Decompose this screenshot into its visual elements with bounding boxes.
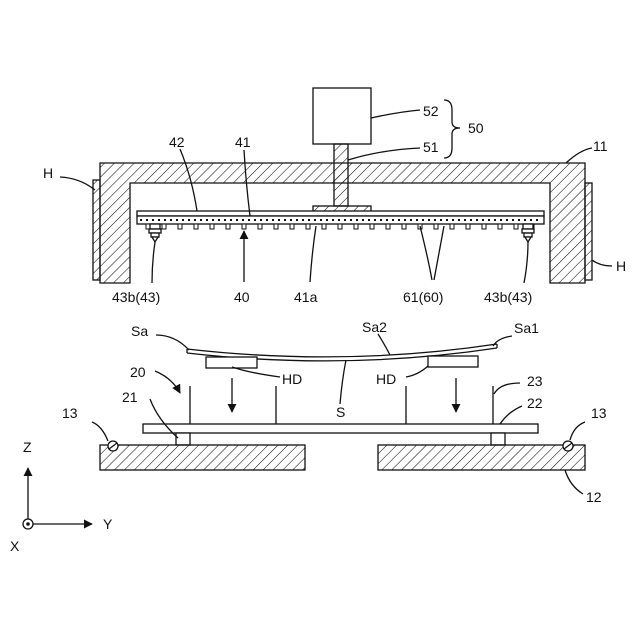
label-42: 42 (169, 134, 185, 150)
label-h-left: H (43, 165, 53, 181)
label-13-left: 13 (62, 405, 78, 421)
label-22: 22 (527, 395, 543, 411)
label-52: 52 (423, 103, 439, 119)
label-hd-left: HD (282, 371, 302, 387)
hole-61 (386, 224, 390, 229)
label-51: 51 (423, 139, 439, 155)
sheet-sa-top (187, 344, 497, 357)
hole-61 (450, 224, 454, 229)
hole-61 (274, 224, 278, 229)
heater-right (585, 183, 592, 280)
label-61: 61(60) (403, 289, 443, 305)
hole-61 (322, 224, 326, 229)
support-21-left (176, 433, 190, 445)
nozzle-right (522, 224, 534, 242)
hole-61 (290, 224, 294, 229)
label-11: 11 (593, 138, 608, 154)
support-21-right (491, 433, 505, 445)
label-sa: Sa (131, 323, 148, 339)
heater-left (93, 180, 100, 280)
hole-61 (482, 224, 486, 229)
base-12-left (100, 445, 305, 470)
hole-61 (178, 224, 182, 229)
hole-61 (162, 224, 166, 229)
screw-left (108, 441, 118, 451)
screw-right (563, 441, 573, 451)
plate-42 (137, 211, 544, 216)
plate-22 (143, 424, 538, 433)
base-12-right (378, 445, 585, 470)
holder-right (428, 356, 478, 367)
label-sa1: Sa1 (514, 320, 539, 336)
hole-61 (242, 224, 246, 229)
hole-61 (210, 224, 214, 229)
hole-61 (370, 224, 374, 229)
hole-61 (194, 224, 198, 229)
label-23: 23 (527, 373, 543, 389)
label-axis-z: Z (23, 439, 32, 455)
hole-61 (258, 224, 262, 229)
label-41: 41 (235, 134, 251, 150)
hole-61 (514, 224, 518, 229)
label-13-right: 13 (591, 405, 607, 421)
label-sa2: Sa2 (362, 319, 387, 335)
hole-61 (498, 224, 502, 229)
hole-61 (306, 224, 310, 229)
axis-indicator (23, 468, 92, 529)
shaft-51 (334, 144, 348, 206)
label-43b-right: 43b(43) (484, 289, 532, 305)
nozzle-left (149, 224, 161, 242)
label-axis-x: X (10, 538, 20, 554)
unit-52-box (313, 88, 371, 144)
label-40: 40 (234, 289, 250, 305)
label-hd-right: HD (376, 371, 396, 387)
holes-61 (146, 224, 534, 229)
label-axis-y: Y (103, 516, 113, 532)
hole-61 (226, 224, 230, 229)
label-20: 20 (130, 364, 146, 380)
hole-61 (466, 224, 470, 229)
label-50: 50 (468, 120, 484, 136)
hole-61 (434, 224, 438, 229)
label-41a: 41a (294, 289, 318, 305)
label-43b-left: 43b(43) (112, 289, 160, 305)
hole-61 (354, 224, 358, 229)
hole-61 (402, 224, 406, 229)
label-s: S (336, 404, 345, 420)
holder-left (206, 357, 257, 368)
label-21: 21 (122, 389, 138, 405)
label-12: 12 (586, 489, 602, 505)
label-h-right: H (616, 258, 626, 274)
hole-61 (338, 224, 342, 229)
